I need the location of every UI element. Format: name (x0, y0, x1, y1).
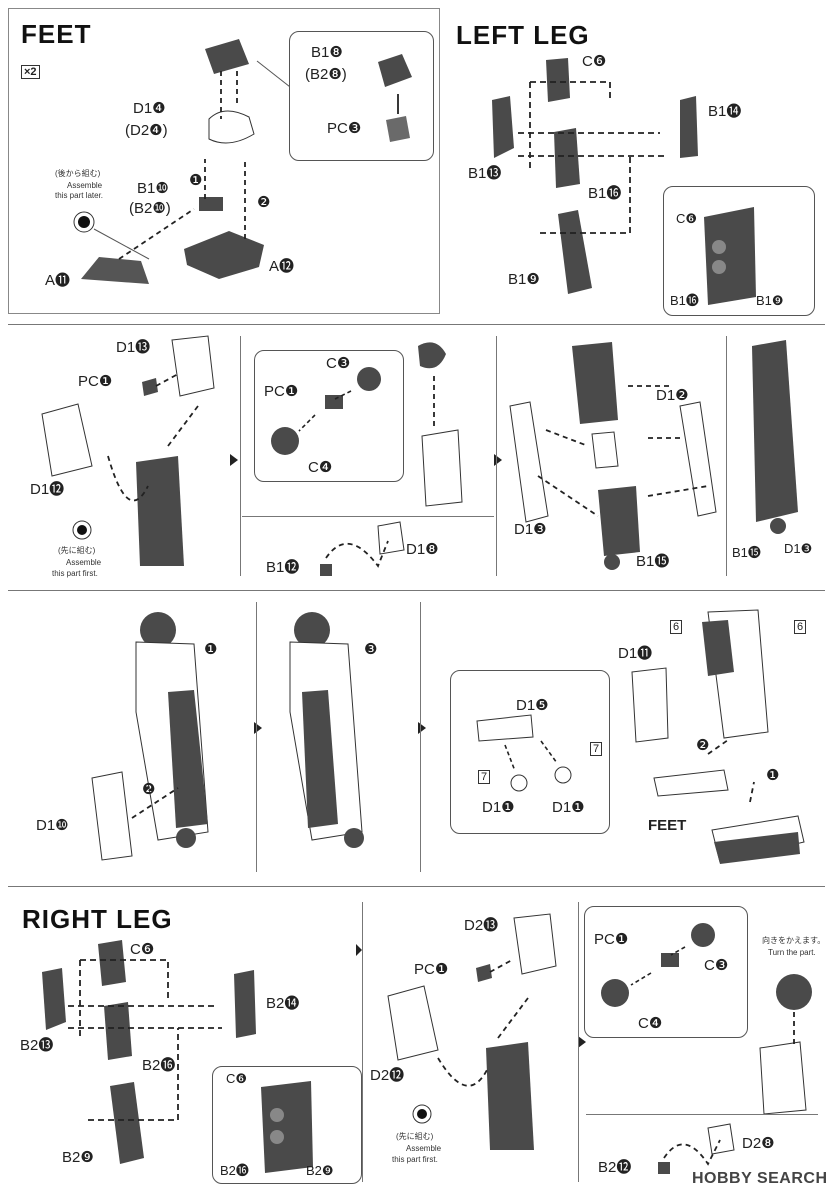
left-leg-title: LEFT LEG (456, 20, 590, 50)
inset-label-c6-right: C❻ (226, 1071, 248, 1086)
label-c3-right: C❸ (704, 957, 729, 974)
inset-label-b2-9: B2❾ (306, 1163, 334, 1178)
knee-joint-callout (450, 670, 610, 834)
label-d1-11: D1⓫ (618, 645, 653, 662)
label-b1-9: B1❾ (508, 271, 540, 288)
step-2: ❷ (257, 194, 271, 211)
label-a11: A⓫ (45, 272, 71, 289)
label-d2-12: D2⓬ (370, 1067, 405, 1084)
seal-6-left: 6 (670, 620, 683, 634)
label-b2-8: (B2❽) (305, 66, 347, 83)
assemble-first-note-en1-right: Assemble (406, 1144, 442, 1153)
label-b2-12: B2⓬ (598, 1159, 632, 1176)
assemble-first-note-en2: this part first. (52, 569, 98, 578)
label-d2-8: D2❽ (742, 1135, 775, 1152)
right-leg-inset-callout (212, 1066, 362, 1184)
knee-parts-illustration (41, 335, 798, 576)
assemble-first-icon (72, 520, 92, 540)
label-b2-14: B2⓮ (266, 995, 300, 1012)
right-pc-joint-callout (584, 906, 748, 1038)
step-3-assembly: ❸ (364, 641, 378, 658)
assemble-first-note-jp: (先に組む) (58, 546, 96, 555)
inset-label-b1-16: B1⓰ (670, 293, 699, 308)
turn-part-note-en: Turn the part. (768, 948, 816, 957)
label-pc3: PC❸ (327, 120, 362, 137)
seal-7-left: 7 (478, 770, 491, 784)
assemble-first-note-jp-right: (先に組む) (396, 1132, 434, 1141)
label-d1-12: D1⓬ (30, 481, 65, 498)
seal-6-right: 6 (794, 620, 807, 634)
multiplier-badge: ×2 (21, 65, 40, 79)
label-d1-13: D1⓭ (116, 339, 151, 356)
label-d1-4: D1❹ (133, 100, 166, 117)
left-leg-panel: LEFT LEG C❻ B1⓮ B1⓭ B1⓰ B1❾ C❻ B1⓰ B1❾ (450, 8, 825, 322)
inset-label-c6: C❻ (676, 211, 698, 226)
label-b1-14: B1⓮ (708, 103, 742, 120)
label-b1-10: B1❿ (137, 180, 169, 197)
label-c6: C❻ (582, 53, 607, 70)
assemble-later-note-en2: this part later. (55, 191, 104, 200)
left-leg-inset-callout (663, 186, 815, 316)
label-b1-15: B1⓯ (636, 553, 670, 570)
leg-assembly-panel: ❶ ❷ D1❿ ❸ D1⓫ D1❺ D1❶ D1❶ 6 6 7 7 FEET ❷… (8, 592, 825, 882)
inset-label-b2-16: B2⓰ (220, 1163, 249, 1178)
assemble-first-note-en2-right: this part first. (392, 1155, 438, 1164)
pc-joint-callout (254, 350, 404, 482)
assemble-first-icon-right (412, 1104, 432, 1124)
label-d1-8: D1❽ (406, 541, 439, 558)
label-pc1-callout: PC❶ (264, 383, 299, 400)
label-d2-13: D2⓭ (464, 917, 499, 934)
turn-part-note-jp: 向きをかえます。 (762, 936, 826, 945)
inset-label-b1-9: B1❾ (756, 293, 784, 308)
label-b1-8: B1❽ (311, 44, 343, 61)
label-d1-5: D1❺ (516, 697, 549, 714)
label-d1-10: D1❿ (36, 817, 69, 834)
label-feet: FEET (648, 817, 687, 834)
step-2-feet: ❷ (696, 737, 710, 754)
label-b2-10: (B2❿) (129, 200, 171, 217)
label-pc1-callout-right: PC❶ (594, 931, 629, 948)
label-b2-16: B2⓰ (142, 1057, 176, 1074)
knee-assembly-panel: D1⓭ PC❶ D1⓬ C❸ PC❶ C❹ B1⓬ D1❽ D1❷ D1❸ B1… (8, 326, 825, 588)
step-1-feet: ❶ (766, 767, 780, 784)
label-d1-1-left: D1❶ (482, 799, 515, 816)
right-leg-panel: RIGHT LEG C❻ (8, 888, 825, 1192)
assemble-later-note-jp: (後から組む) (55, 169, 101, 178)
label-pc1: PC❶ (78, 373, 113, 390)
label-b2-13: B2⓭ (20, 1037, 54, 1054)
assemble-first-note-en1: Assemble (66, 558, 102, 567)
label-b1-12: B1⓬ (266, 559, 300, 576)
watermark-hobby-search: HOBBY SEARCH (692, 1170, 828, 1187)
label-b1-16: B1⓰ (588, 185, 622, 202)
step-2-assembly: ❷ (142, 781, 156, 798)
feet-parts-illustration (73, 39, 300, 284)
label-c3: C❸ (326, 355, 351, 372)
label-c4-right: C❹ (638, 1015, 663, 1032)
label-d1-3: D1❸ (514, 521, 547, 538)
label-d1-2: D1❷ (656, 387, 689, 404)
seal-7-right: 7 (590, 742, 603, 756)
label-pc1-right: PC❶ (414, 961, 449, 978)
left-leg-parts-illustration (492, 58, 698, 294)
feet-detail-callout (289, 31, 434, 161)
assemble-later-note-en1: Assemble (67, 181, 103, 190)
label-d1-3-side: D1❸ (784, 541, 813, 556)
label-c4: C❹ (308, 459, 333, 476)
label-d2-4: (D2❹) (125, 122, 168, 139)
right-leg-title: RIGHT LEG (22, 904, 173, 934)
step-1: ❶ (189, 172, 203, 189)
label-b1-13: B1⓭ (468, 165, 502, 182)
leg-assembly-illustration (91, 609, 805, 864)
label-a12: A⓬ (269, 258, 295, 275)
step-1-assembly: ❶ (204, 641, 218, 658)
label-d1-1-right: D1❶ (552, 799, 585, 816)
right-leg-parts-illustration (42, 913, 812, 1174)
feet-title: FEET (21, 19, 92, 49)
label-b1-15-side: B1⓯ (732, 545, 761, 560)
label-c6-right: C❻ (130, 941, 155, 958)
label-b2-9: B2❾ (62, 1149, 94, 1166)
feet-panel: FEET ×2 B1❽ (B2❽) PC❸ D1❹ (D (8, 8, 440, 314)
